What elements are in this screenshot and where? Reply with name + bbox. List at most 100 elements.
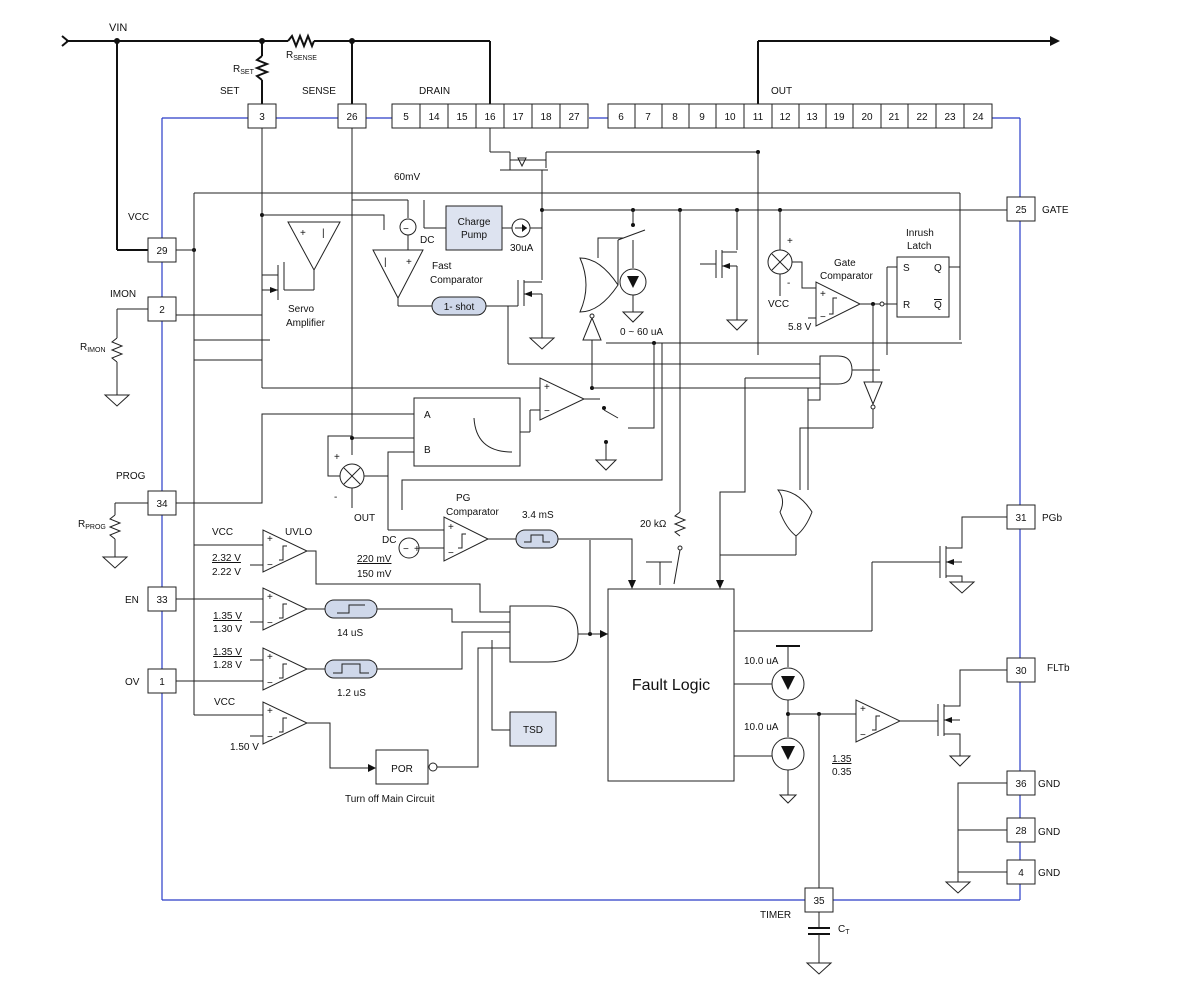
svg-text:1.30 V: 1.30 V: [213, 624, 242, 635]
svg-text:POR: POR: [391, 764, 413, 775]
svg-text:R: R: [903, 300, 910, 311]
svg-text:29: 29: [156, 246, 168, 257]
svg-text:-: -: [334, 492, 337, 503]
servo-amplifier: + | Servo Amplifier: [260, 128, 385, 388]
svg-text:+: +: [414, 544, 420, 555]
en-comparator: + − 1.35 V 1.30 V 14 uS: [213, 587, 510, 639]
svg-text:−: −: [544, 406, 550, 417]
svg-text:Comparator: Comparator: [446, 507, 499, 518]
svg-text:11: 11: [753, 112, 764, 123]
svg-text:FLTb: FLTb: [1047, 663, 1070, 674]
svg-text:28: 28: [1015, 826, 1027, 837]
fast-comparator: 60mV − DC | + Fast Comparator 1- shot: [351, 128, 518, 438]
svg-text:26: 26: [346, 112, 358, 123]
tsd-block: TSD: [509, 711, 557, 747]
svg-text:GATE: GATE: [1042, 205, 1069, 216]
svg-text:150 mV: 150 mV: [357, 569, 392, 580]
por-comparator: VCC + − 1.50 V POR Turn off Main Circuit: [214, 647, 510, 805]
fast-pulldown-fet: [517, 280, 556, 350]
svg-text:21: 21: [888, 112, 900, 123]
ov-comparator: + − 1.35 V 1.28 V 1.2 uS: [213, 631, 510, 699]
svg-text:VCC: VCC: [212, 527, 233, 538]
fault-logic: Fault Logic: [607, 561, 940, 782]
svg-text:RIMON: RIMON: [80, 342, 106, 354]
svg-text:1.35 V: 1.35 V: [213, 611, 242, 622]
svg-text:2.22 V: 2.22 V: [212, 567, 241, 578]
svg-text:Comparator: Comparator: [430, 275, 483, 286]
fault-comparator: + − 1.35 0.35: [832, 669, 1007, 778]
svg-text:6: 6: [618, 112, 624, 123]
svg-text:16: 16: [484, 112, 496, 123]
svg-text:23: 23: [944, 112, 956, 123]
svg-text:−: −: [267, 678, 273, 689]
svg-text:20 kΩ: 20 kΩ: [640, 519, 667, 530]
svg-text:17: 17: [512, 112, 524, 123]
and-gate-main: [491, 540, 608, 731]
svg-text:8: 8: [672, 112, 678, 123]
rsense-label: RSENSE: [286, 50, 317, 62]
svg-text:1.28 V: 1.28 V: [213, 660, 242, 671]
pg-comparator: + - OUT − + DC 220 mV 150 mV + − PG Comp…: [327, 343, 663, 589]
pin-gnd-group: 36 GND 28 GND 4 GND: [944, 770, 1060, 894]
svg-text:−: −: [267, 732, 273, 743]
svg-text:Q: Q: [934, 300, 942, 311]
svg-text:+: +: [448, 522, 454, 533]
svg-text:PGb: PGb: [1042, 513, 1062, 524]
svg-text:|: |: [384, 257, 387, 268]
svg-text:−: −: [267, 560, 273, 571]
svg-text:UVLO: UVLO: [285, 527, 312, 538]
pin-timer: 35 TIMER CT: [760, 887, 850, 975]
svg-text:4: 4: [1018, 868, 1024, 879]
svg-text:10.0 uA: 10.0 uA: [744, 656, 779, 667]
svg-text:20: 20: [861, 112, 873, 123]
svg-text:1.35 V: 1.35 V: [213, 647, 242, 658]
svg-text:33: 33: [156, 595, 168, 606]
svg-text:35: 35: [813, 896, 825, 907]
svg-text:5.8 V: 5.8 V: [788, 322, 812, 333]
svg-text:5: 5: [403, 112, 409, 123]
svg-text:+: +: [406, 257, 412, 268]
svg-text:31: 31: [1015, 513, 1027, 524]
svg-text:+: +: [267, 534, 273, 545]
or-gate-top: [507, 229, 820, 390]
svg-text:1: 1: [159, 677, 165, 688]
svg-text:14 uS: 14 uS: [337, 628, 363, 639]
svg-text:Gate: Gate: [834, 258, 856, 269]
foldback-block: A B + −: [262, 343, 820, 471]
svg-text:A: A: [424, 410, 431, 421]
ic-boundary: [161, 117, 1021, 901]
svg-text:0 ~ 60 uA: 0 ~ 60 uA: [620, 327, 663, 338]
svg-text:-: -: [787, 278, 790, 289]
svg-text:+: +: [544, 382, 550, 393]
svg-text:19: 19: [833, 112, 845, 123]
svg-text:TIMER: TIMER: [760, 910, 791, 921]
vin-label: VIN: [109, 22, 127, 34]
pin-set: 3 SET: [220, 86, 277, 129]
svg-text:+: +: [860, 704, 866, 715]
svg-text:DC: DC: [420, 235, 434, 246]
inrush-latch: Inrush Latch S Q R Q: [886, 228, 961, 355]
svg-text:60mV: 60mV: [394, 172, 420, 183]
svg-text:PG: PG: [456, 493, 471, 504]
svg-text:GND: GND: [1038, 868, 1060, 879]
svg-text:220 mV: 220 mV: [357, 554, 392, 565]
svg-text:12: 12: [779, 112, 791, 123]
svg-text:GND: GND: [1038, 827, 1060, 838]
misc-wires: [194, 339, 821, 490]
svg-text:VCC: VCC: [214, 697, 235, 708]
svg-text:1.2 uS: 1.2 uS: [337, 688, 366, 699]
svg-text:CT: CT: [838, 924, 850, 936]
svg-text:+: +: [267, 592, 273, 603]
timer-current-sources: 10.0 uA 10.0 uA: [744, 645, 856, 888]
svg-text:GND: GND: [1038, 779, 1060, 790]
svg-text:IMON: IMON: [110, 289, 136, 300]
gate-pulldown-fet: [700, 210, 749, 331]
svg-text:|: |: [322, 228, 325, 239]
svg-text:Fast: Fast: [432, 261, 452, 272]
svg-text:25: 25: [1015, 205, 1027, 216]
svg-text:30: 30: [1015, 666, 1027, 677]
svg-text:2: 2: [159, 305, 165, 316]
svg-text:Charge: Charge: [458, 217, 491, 228]
svg-text:TSD: TSD: [523, 725, 543, 736]
pass-fet: [489, 128, 760, 171]
